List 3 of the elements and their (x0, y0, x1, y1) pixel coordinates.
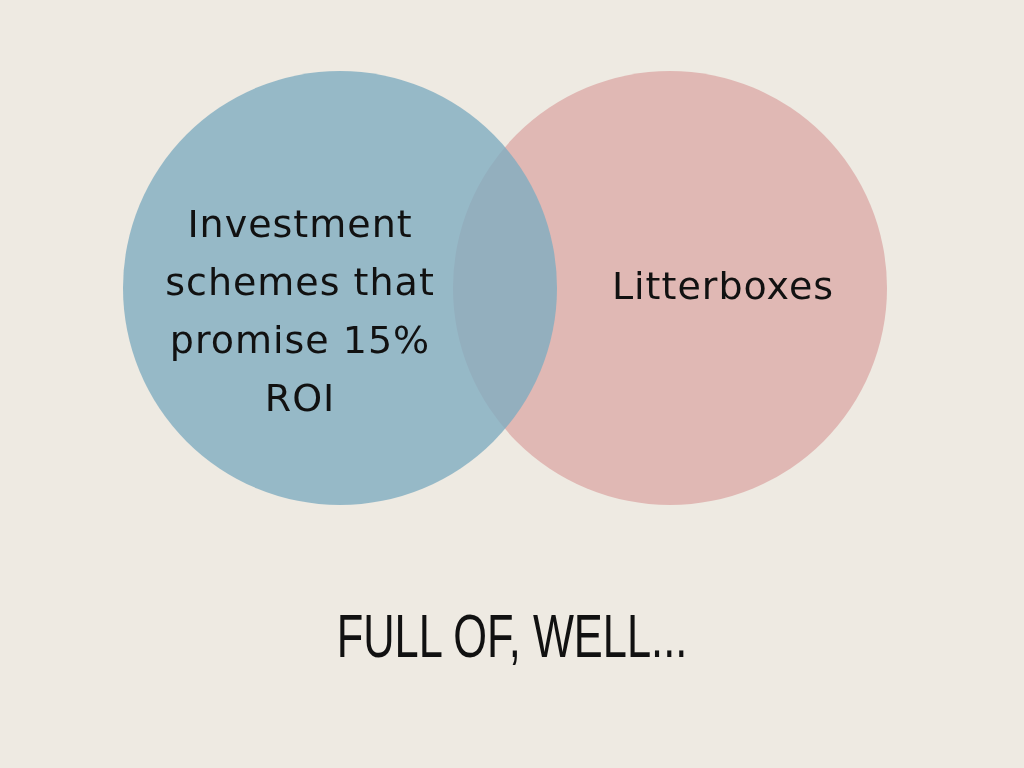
caption: FULL OF, WELL... (335, 600, 689, 671)
circle-label: Investment schemes that promise 15% ROI (164, 201, 436, 422)
circle-label: Litterboxes (610, 263, 836, 310)
